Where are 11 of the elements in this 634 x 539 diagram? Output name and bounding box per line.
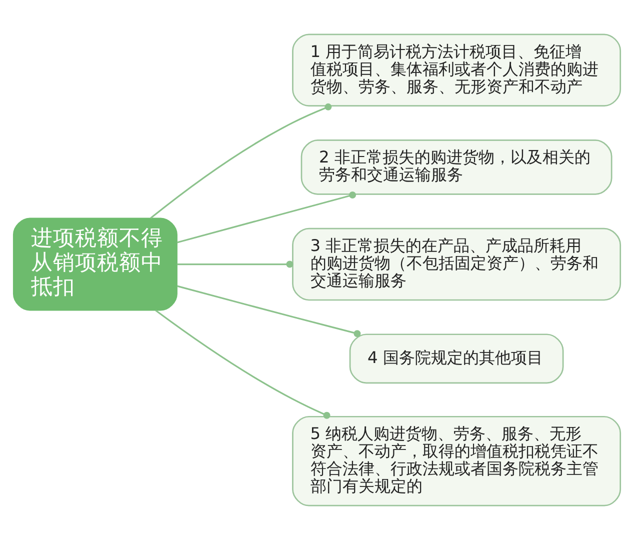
connector (176, 191, 356, 243)
node-box: 2 非正常损失的购进货物，以及相关的劳务和交通运输服务 (300, 139, 612, 194)
node-box: 4 国务院规定的其他项目 (349, 333, 564, 384)
connector (176, 284, 361, 337)
node-box: 进项税额不得从销项税额中抵扣 (12, 217, 178, 310)
node-box: 5 纳税人购进货物、劳务、服务、无形资产、不动产，取得的增值税扣税凭证不符合法律、行政法规或者国务院税务主管部门有关规定的 (292, 415, 622, 506)
connector (150, 102, 332, 218)
node-box: 1 用于简易计税方法计税项目、免征增值税项目、集体福利或者个人消费的购进货物、劳务、服务、无形资产和不动产 (292, 33, 622, 106)
node-box: 3 非正常损失的在产品、产成品所耗用的购进货物（不包括固定资产）、劳务和交通运输服务 (292, 227, 622, 300)
connector (155, 309, 330, 418)
connector (177, 260, 294, 268)
